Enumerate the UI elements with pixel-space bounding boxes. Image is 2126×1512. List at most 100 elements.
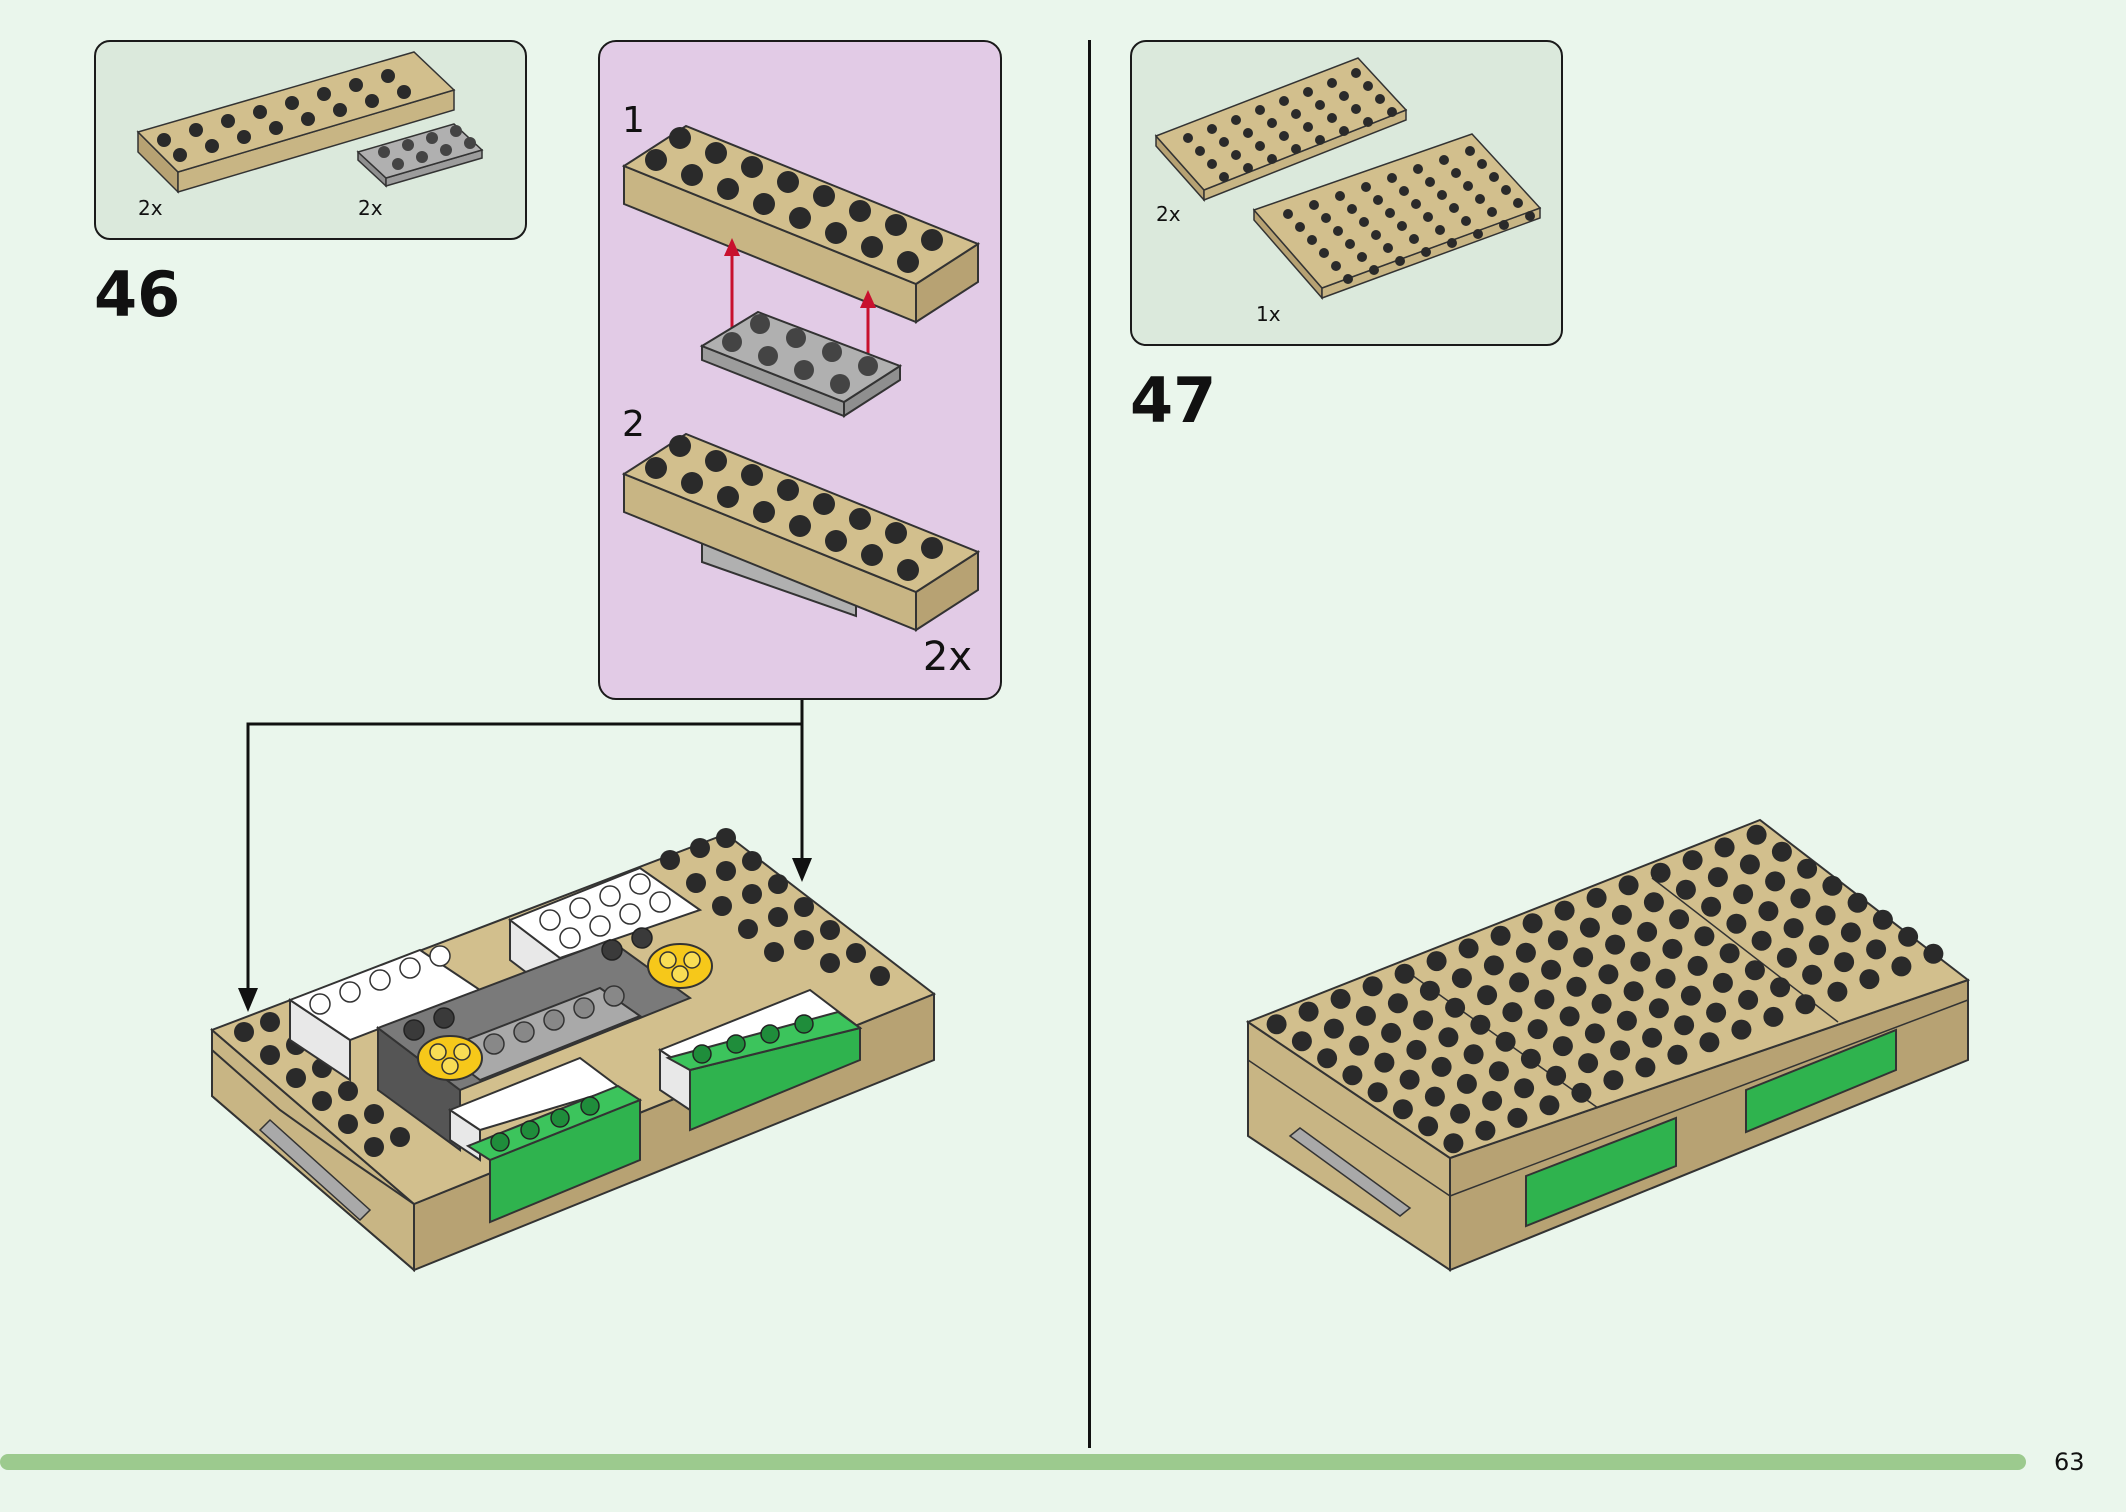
stud [1458, 938, 1479, 959]
stud [1419, 980, 1440, 1001]
stud [1623, 981, 1644, 1002]
stud [1539, 1095, 1560, 1116]
stud [1546, 1065, 1567, 1086]
stud [1509, 972, 1530, 993]
stud [1669, 909, 1690, 930]
stud [1374, 1052, 1395, 1073]
part-qty-tan-plate-4x8: 2x [1156, 202, 1181, 226]
stud [1667, 1044, 1688, 1065]
part-qty-tan-plate-6x8: 1x [1256, 302, 1281, 326]
stud [1349, 1035, 1370, 1056]
stud [1776, 947, 1797, 968]
stud [1726, 913, 1747, 934]
stud [1495, 1031, 1516, 1052]
stud [1362, 976, 1383, 997]
stud [1406, 1039, 1427, 1060]
stud [1456, 1073, 1477, 1094]
stud [1783, 918, 1804, 939]
stud [1591, 993, 1612, 1014]
stud [1394, 963, 1415, 984]
stud [1707, 867, 1728, 888]
stud [1291, 1031, 1312, 1052]
stud [1424, 1086, 1445, 1107]
stud [1680, 985, 1701, 1006]
stud [1706, 1002, 1727, 1023]
stud [1642, 1027, 1663, 1048]
stud [1355, 1005, 1376, 1026]
stud [1790, 888, 1811, 909]
stud [1515, 942, 1536, 963]
stud [1731, 1019, 1752, 1040]
stud [1643, 892, 1664, 913]
stud [1387, 993, 1408, 1014]
stud [1770, 977, 1791, 998]
stud [1463, 1044, 1484, 1065]
stud [1431, 1056, 1452, 1077]
page-progress-bar [0, 1454, 2026, 1470]
stud [1738, 989, 1759, 1010]
stud [1822, 875, 1843, 896]
stud [1674, 1015, 1695, 1036]
stud [1618, 875, 1639, 896]
stud [1514, 1078, 1535, 1099]
stud [1866, 939, 1887, 960]
stud [1490, 925, 1511, 946]
stud [1923, 943, 1944, 964]
stud [1470, 1014, 1491, 1035]
stud [1714, 837, 1735, 858]
stud [1426, 951, 1447, 972]
stud [1616, 1010, 1637, 1031]
stud [1547, 930, 1568, 951]
stud [1413, 1010, 1434, 1031]
stud [1527, 1019, 1548, 1040]
stud [1797, 858, 1818, 879]
step46-parts-box: 2x 2x [94, 40, 527, 240]
stud [1323, 1018, 1344, 1039]
subassembly-quantity: 2x [922, 634, 972, 680]
stud [1342, 1065, 1363, 1086]
tan-plate-6x8-image [1252, 133, 1542, 301]
stud [1552, 1036, 1573, 1057]
stud [1438, 1027, 1459, 1048]
stud [1522, 913, 1543, 934]
stud [1317, 1048, 1338, 1069]
stud [1392, 1099, 1413, 1120]
stud [1399, 1069, 1420, 1090]
stud [1795, 994, 1816, 1015]
stud [1520, 1048, 1541, 1069]
tan-brick-2x8-image [136, 51, 484, 194]
stud [1847, 892, 1868, 913]
stud [1488, 1061, 1509, 1082]
stud [1635, 1057, 1656, 1078]
stud [1751, 930, 1772, 951]
stud [1739, 854, 1760, 875]
stud [1578, 1053, 1599, 1074]
stud [1579, 917, 1600, 938]
stud [1872, 909, 1893, 930]
stud [1746, 824, 1767, 845]
stud [1891, 956, 1912, 977]
stud [1771, 841, 1792, 862]
stud [1559, 1006, 1580, 1027]
step47-parts-box: 2x 1x [1130, 40, 1563, 346]
stud [1815, 905, 1836, 926]
stud [1541, 959, 1562, 980]
stud [1477, 985, 1498, 1006]
tan-plate-4x8-image [1154, 57, 1408, 202]
stud [1687, 955, 1708, 976]
stud [1733, 884, 1754, 905]
stud [1571, 1082, 1592, 1103]
stud [1758, 901, 1779, 922]
step-number-47: 47 [1130, 364, 1217, 437]
stud [1637, 921, 1658, 942]
stud [1443, 1133, 1464, 1154]
part-qty-gray-plate: 2x [358, 196, 383, 220]
stud [1827, 981, 1848, 1002]
stud [1502, 1002, 1523, 1023]
stud [1840, 922, 1861, 943]
subassembly-drawing [621, 124, 981, 632]
page-divider [1088, 40, 1091, 1448]
substep-number-2: 2 [622, 404, 645, 445]
